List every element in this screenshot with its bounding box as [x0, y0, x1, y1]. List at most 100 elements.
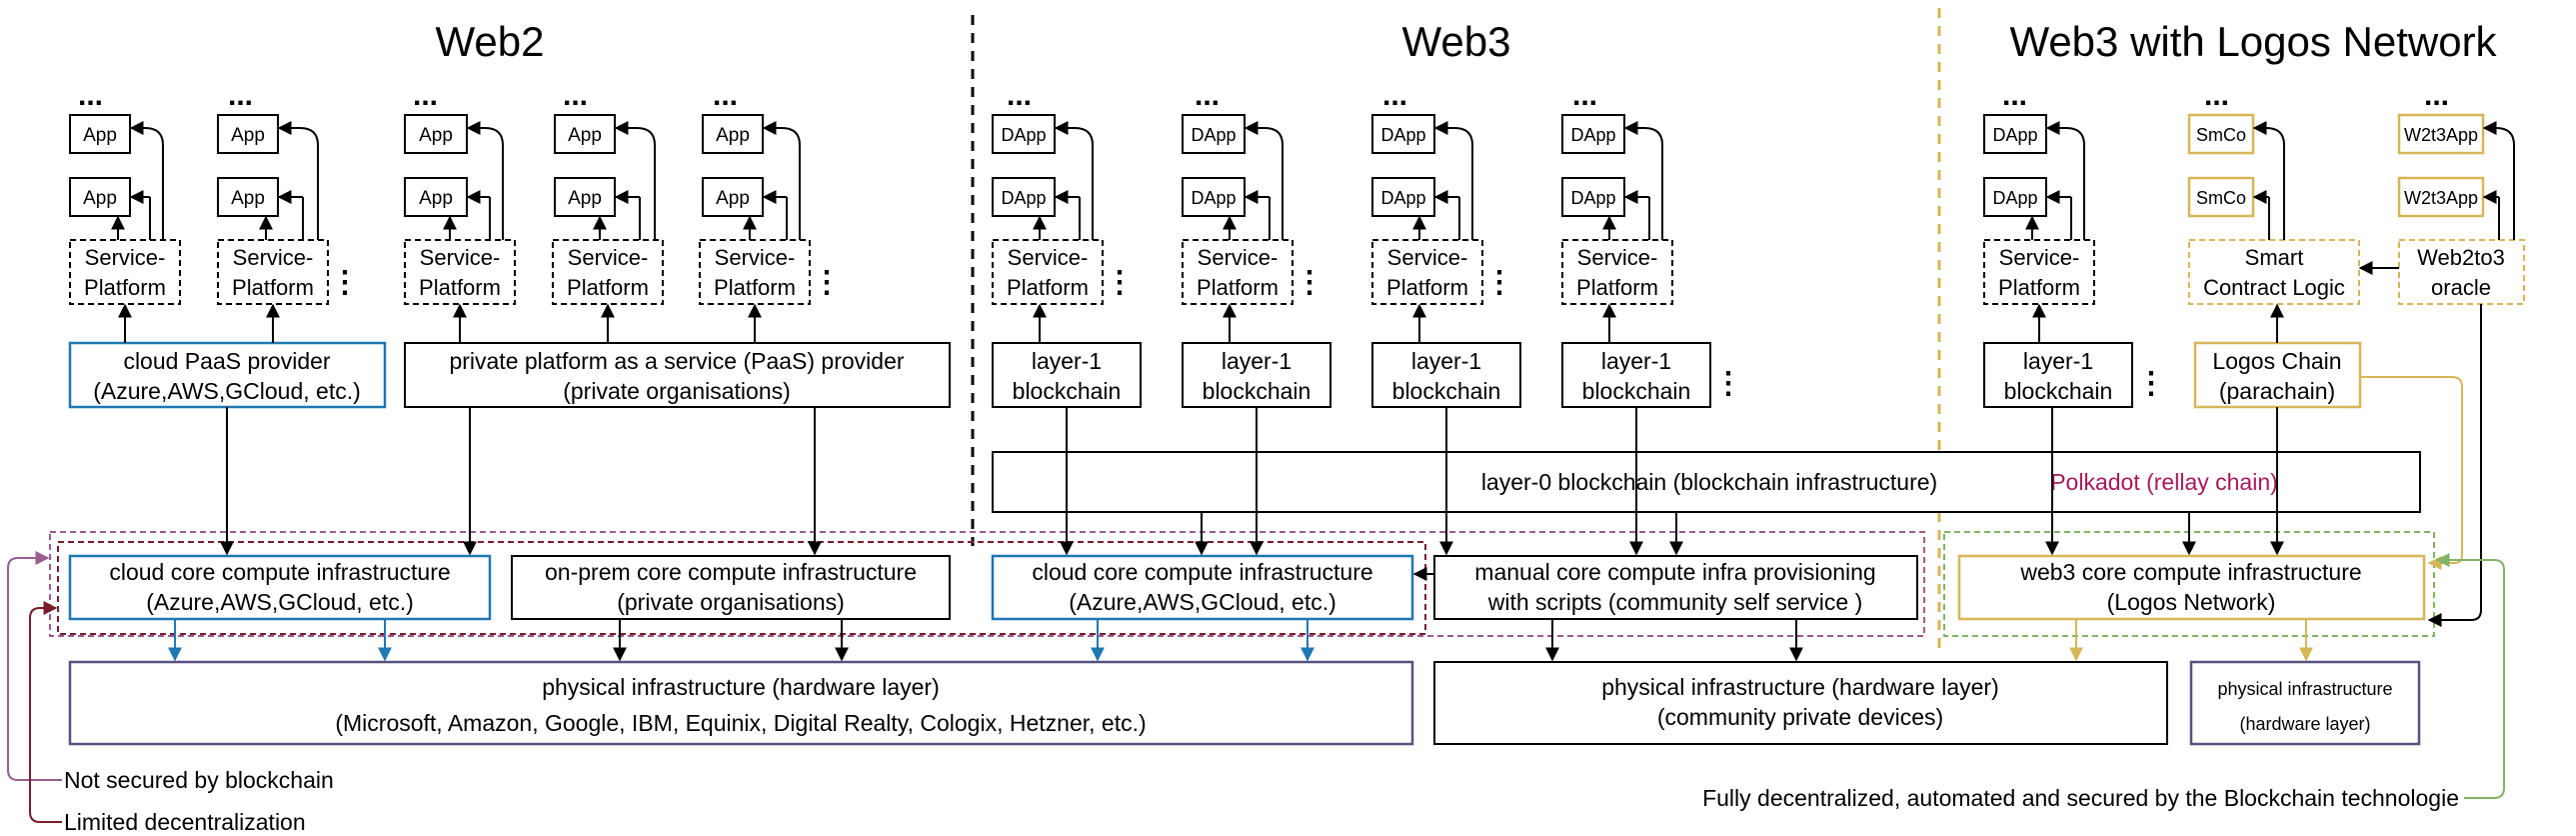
polkadot-label: Polkadot (rellay chain) [2050, 469, 2278, 495]
svg-text:Service-: Service- [1387, 245, 1468, 270]
svg-text:Smart: Smart [2245, 245, 2304, 270]
svg-text:DApp: DApp [1380, 125, 1425, 145]
svg-text:Service-: Service- [1198, 245, 1279, 270]
svg-text:oracle: oracle [2431, 275, 2491, 300]
web2-cloud-core-compute [68, 554, 492, 621]
svg-text:App: App [568, 188, 602, 209]
web3-cloud-core-compute [991, 554, 1414, 621]
section-title-logos: Web3 with Logos Network [2009, 18, 2497, 65]
svg-text:...: ... [563, 79, 588, 112]
svg-text:physical infrastructure: physical infrastructure [2217, 679, 2392, 699]
svg-text:DApp: DApp [1570, 188, 1615, 208]
logos-layer1-blockchain [1983, 342, 2133, 408]
svg-text:DApp: DApp [1992, 188, 2037, 208]
svg-text:Platform: Platform [567, 275, 649, 300]
limited-decentralization-frame [57, 541, 1426, 635]
svg-text:cloud core compute infrastruct: cloud core compute infrastructure [109, 559, 450, 585]
web3-core-compute-logos [1957, 554, 2426, 621]
svg-text:Platform: Platform [714, 275, 796, 300]
svg-text:manual core compute infra prov: manual core compute infra provisioning [1474, 559, 1875, 585]
svg-text:...: ... [2424, 79, 2449, 112]
layer0-label: layer-0 blockchain (blockchain infrastru… [1481, 469, 1937, 495]
legend-not-secured: Not secured by blockchain [64, 767, 334, 793]
svg-text:⋮: ⋮ [1294, 266, 1324, 299]
svg-text:...: ... [228, 79, 253, 112]
svg-text:physical infrastructure (hardw: physical infrastructure (hardware layer) [1601, 674, 1999, 700]
svg-text:layer-1: layer-1 [1222, 348, 1291, 374]
svg-text:App: App [568, 125, 602, 146]
svg-text:Platform: Platform [1197, 275, 1279, 300]
svg-text:(Microsoft, Amazon, Google, IB: (Microsoft, Amazon, Google, IBM, Equinix… [335, 710, 1146, 736]
svg-text:Platform: Platform [419, 275, 501, 300]
web3-layer1-blockchains: layer-1 blockchain layer-1 blockchain la… [992, 303, 1743, 408]
web3-dapp-stack-4: ... DApp DApp Service- Platform [1561, 79, 1673, 305]
svg-text:App: App [231, 125, 265, 146]
private-paas-label: private platform as a service (PaaS) pro… [449, 348, 904, 374]
svg-text:⋮: ⋮ [1105, 266, 1135, 299]
section-title-web3: Web3 [1402, 18, 1511, 65]
svg-text:with scripts (community self s: with scripts (community self service ) [1487, 589, 1862, 615]
legend-limited: Limited decentralization [64, 809, 306, 835]
web3-dapp-stack-2: ... DApp DApp Service- Platform ⋮ [1182, 79, 1324, 305]
svg-text:physical infrastructure (hardw: physical infrastructure (hardware layer) [542, 674, 940, 700]
svg-text:⋮: ⋮ [1713, 367, 1743, 400]
svg-text:layer-1: layer-1 [1032, 348, 1102, 374]
svg-text:Service-: Service- [1577, 245, 1658, 270]
svg-text:Platform: Platform [1576, 275, 1658, 300]
svg-text:Service-: Service- [715, 245, 796, 270]
svg-text:W2t3App: W2t3App [2404, 188, 2478, 208]
physical-infra-logos [2189, 660, 2421, 746]
cloud-paas-label: cloud PaaS provider [123, 348, 330, 374]
legend-fully-decentralized: Fully decentralized, automated and secur… [1702, 785, 2459, 811]
svg-text:DApp: DApp [1380, 188, 1425, 208]
svg-text:Service-: Service- [1999, 245, 2080, 270]
svg-text:layer-1: layer-1 [1601, 348, 1671, 374]
svg-text:Web2to3: Web2to3 [2417, 245, 2505, 270]
svg-text:Platform: Platform [1386, 275, 1468, 300]
svg-text:...: ... [2002, 79, 2027, 112]
svg-text:blockchain: blockchain [1013, 378, 1122, 404]
onprem-core-compute [511, 555, 951, 620]
svg-text:blockchain: blockchain [1582, 378, 1691, 404]
svg-text:(Azure,AWS,GCloud, etc.): (Azure,AWS,GCloud, etc.) [146, 589, 414, 615]
svg-text:Service-: Service- [85, 245, 166, 270]
cloud-paas-sub: (Azure,AWS,GCloud, etc.) [93, 378, 361, 404]
web2-app-stack-5: ... App App Service- Platform ⋮ [699, 79, 842, 305]
svg-text:⋮: ⋮ [330, 266, 360, 299]
svg-text:layer-1: layer-1 [1411, 348, 1481, 374]
svg-text:App: App [419, 125, 453, 146]
layer0-blockchain [992, 451, 2421, 513]
svg-text:DApp: DApp [1191, 188, 1236, 208]
logos-w2t3app-stack: ... W2t3App W2t3App Web2to3 oracle [2358, 79, 2525, 627]
svg-text:(community private devices): (community private devices) [1657, 704, 1943, 730]
svg-text:...: ... [1572, 79, 1597, 112]
svg-text:SmCo: SmCo [2196, 188, 2246, 208]
not-secured-frame [49, 531, 1925, 637]
svg-text:Service-: Service- [568, 245, 649, 270]
svg-text:Platform: Platform [232, 275, 314, 300]
private-paas-sub: (private organisations) [563, 378, 791, 404]
web3-dapp-stack-1: ... DApp DApp Service- Platform ⋮ [992, 79, 1135, 305]
svg-text:blockchain: blockchain [1392, 378, 1501, 404]
svg-text:layer-1: layer-1 [2023, 348, 2093, 374]
svg-text:Service-: Service- [233, 245, 314, 270]
svg-text:Contract Logic: Contract Logic [2203, 275, 2345, 300]
web2-app-stack-3: ... App App Service- Platform [404, 79, 516, 305]
svg-text:App: App [83, 125, 117, 146]
web2-app-stack-2: ... App App Service- Platform ⋮ [217, 79, 360, 305]
svg-text:Platform: Platform [1007, 275, 1089, 300]
svg-text:(Azure,AWS,GCloud, etc.): (Azure,AWS,GCloud, etc.) [1069, 589, 1336, 615]
svg-text:App: App [716, 125, 750, 146]
svg-text:blockchain: blockchain [1203, 378, 1311, 404]
svg-text:⋮: ⋮ [2136, 367, 2166, 400]
physical-infra-community [1433, 661, 2168, 745]
svg-text:blockchain: blockchain [2004, 378, 2113, 404]
private-paas-provider [404, 342, 951, 408]
svg-text:W2t3App: W2t3App [2404, 125, 2478, 145]
svg-text:Platform: Platform [1998, 275, 2080, 300]
svg-text:DApp: DApp [1001, 125, 1046, 145]
cloud-paas-provider [68, 341, 387, 409]
svg-text:web3 core compute infrastructu: web3 core compute infrastructure [2019, 559, 2361, 585]
svg-text:on-prem core compute infrastru: on-prem core compute infrastructure [545, 559, 917, 585]
